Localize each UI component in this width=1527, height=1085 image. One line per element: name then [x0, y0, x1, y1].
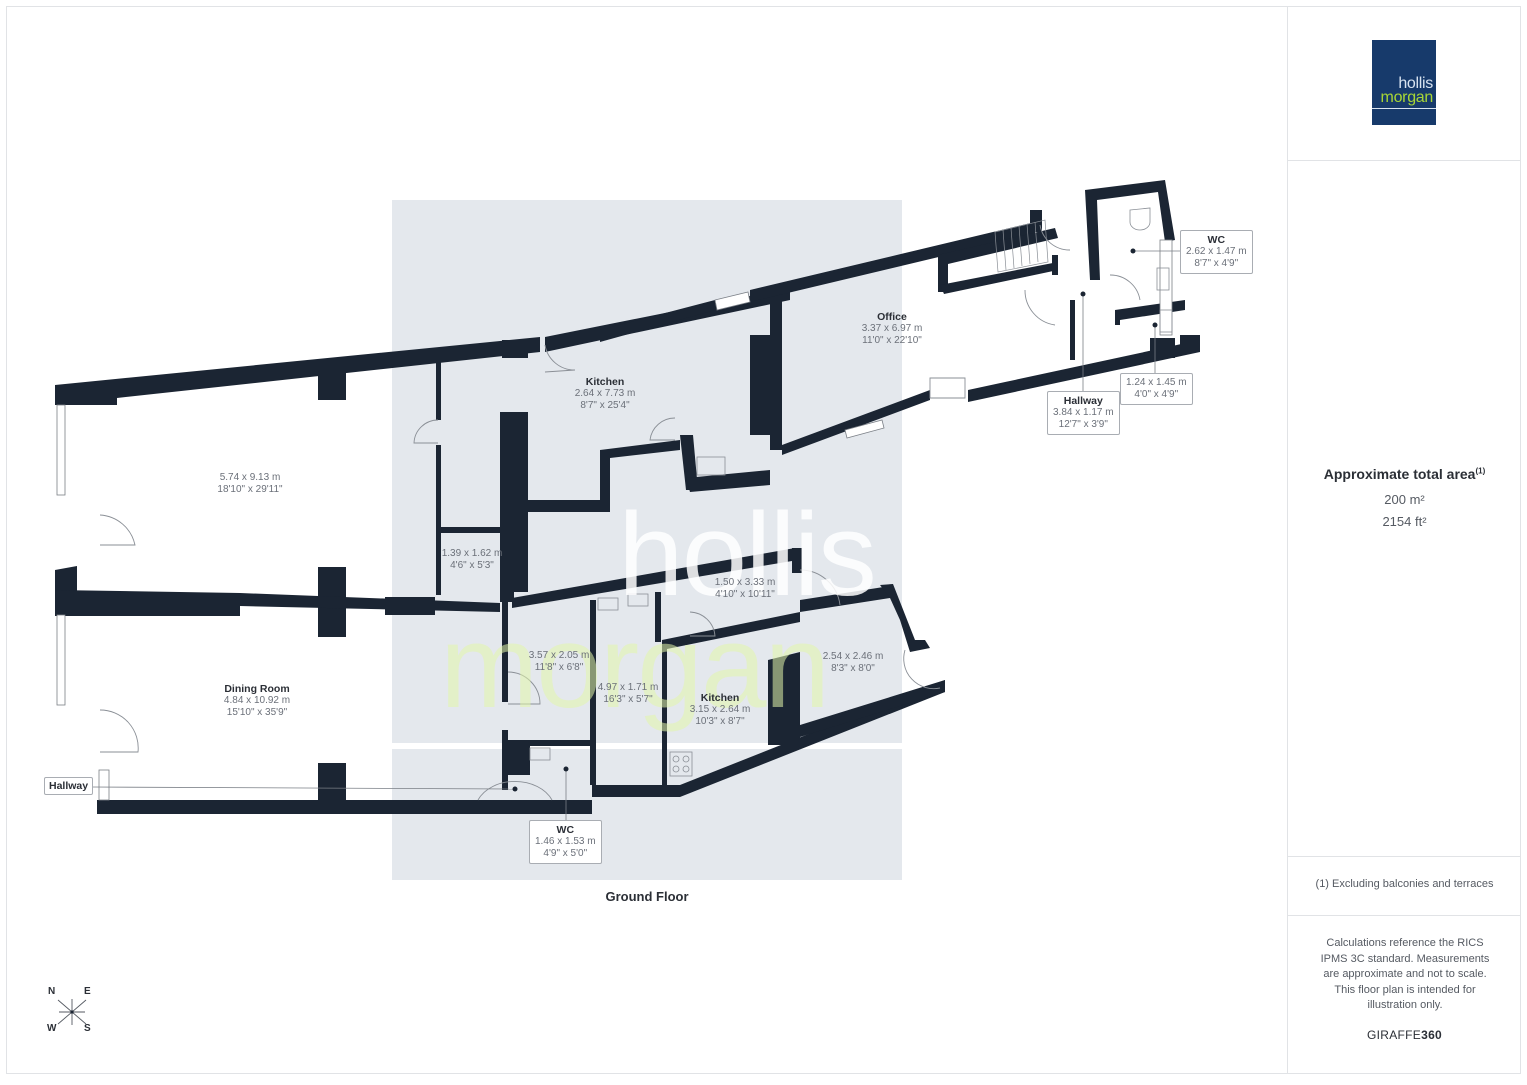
disclaimer: Calculations reference the RICS IPMS 3C … — [1320, 937, 1490, 1011]
area-title: Approximate total area(1) — [1288, 466, 1521, 482]
room-name: Kitchen — [585, 376, 625, 388]
credit-prefix: GIRAFFE — [1366, 1028, 1422, 1042]
room-imperial: 11'8" x 6'8" — [534, 662, 584, 673]
room-label-room-a: 3.57 x 2.05 m 11'8" x 6'8" — [529, 650, 590, 674]
room-imperial: 18'10" x 29'11" — [217, 484, 283, 495]
room-name: Office — [877, 311, 907, 323]
room-imperial: 4'10" x 10'11" — [715, 589, 775, 600]
credit-suffix: 360 — [1421, 1028, 1443, 1042]
floor-plan-walls — [55, 180, 1200, 880]
room-label-wc-upper: WC 2.62 x 1.47 m 8'7" x 4'9" — [1180, 230, 1253, 274]
footnote-marker: (1) — [1475, 466, 1486, 476]
room-label-store-small: 1.39 x 1.62 m 4'6" x 5'3" — [442, 548, 503, 572]
area-sqft: 2154 ft² — [1382, 514, 1427, 529]
room-metric: 2.64 x 7.73 m — [574, 388, 636, 399]
room-name: WC — [556, 824, 575, 836]
divider — [1288, 915, 1521, 916]
room-metric: 4.97 x 1.71 m — [597, 682, 659, 693]
room-imperial: 16'3" x 5'7" — [603, 694, 653, 705]
floor-plan: hollis morgan 5.74 x 9.13 m 18'10" x 29'… — [44, 180, 1253, 1038]
credit-brand: GIRAFFE360 — [1288, 1028, 1521, 1042]
room-metric: 3.15 x 2.64 m — [689, 704, 751, 715]
room-imperial: 15'10" x 35'9" — [226, 707, 288, 718]
room-label-wc-lower: WC 1.46 x 1.53 m 4'9" x 5'0" — [529, 820, 602, 864]
room-metric: 2.54 x 2.46 m — [822, 651, 884, 662]
compass-s: S — [84, 1023, 91, 1034]
room-metric: 2.62 x 1.47 m — [1186, 246, 1247, 257]
logo-rule — [1372, 108, 1436, 109]
divider — [1288, 856, 1521, 857]
room-label-dining-room: Dining Room 4.84 x 10.92 m 15'10" x 35'9… — [224, 683, 290, 719]
logo-line1: hollis — [1398, 75, 1433, 92]
area-sqm: 200 m² — [1384, 492, 1425, 507]
compass-w: W — [47, 1023, 57, 1034]
room-metric: 3.37 x 6.97 m — [861, 323, 923, 334]
room-imperial: 8'3" x 8'0" — [831, 663, 875, 674]
room-metric: 5.74 x 9.13 m — [219, 472, 281, 483]
room-label-hallway-rear: Hallway 3.84 x 1.17 m 12'7" x 3'9" — [1047, 391, 1120, 435]
room-imperial: 11'0" x 22'10" — [862, 335, 922, 346]
footnote: (1) Excluding balconies and terraces — [1315, 878, 1494, 890]
compass-rose: N E W S — [44, 986, 100, 1038]
room-name: Dining Room — [224, 683, 290, 695]
room-metric: 1.50 x 3.33 m — [714, 577, 776, 588]
room-metric: 4.84 x 10.92 m — [223, 695, 291, 706]
room-label-room-d: 2.54 x 2.46 m 8'3" x 8'0" — [823, 651, 884, 675]
info-sidebar: hollis morgan Approximate total area (1) … — [1287, 6, 1521, 1074]
room-metric: 3.57 x 2.05 m — [528, 650, 590, 661]
logo-line2: morgan — [1380, 89, 1434, 106]
room-name: Hallway — [49, 780, 89, 792]
compass-e: E — [84, 986, 91, 997]
room-label-kitchen-rear: Kitchen 3.15 x 2.64 m 10'3" x 8'7" — [690, 692, 751, 728]
room-imperial: 10'3" x 8'7" — [695, 716, 745, 727]
room-metric: 1.24 x 1.45 m — [1126, 377, 1187, 388]
room-label-front-room: 5.74 x 9.13 m 18'10" x 29'11" — [217, 472, 282, 496]
room-metric: 3.84 x 1.17 m — [1053, 407, 1114, 418]
page-frame — [6, 6, 1521, 1074]
compass-n: N — [48, 986, 56, 997]
room-imperial: 8'7" x 4'9" — [1194, 258, 1239, 269]
compass-icon — [57, 999, 87, 1025]
area-title-text: Approximate total area — [1323, 466, 1476, 482]
room-label-room-c: 1.50 x 3.33 m 4'10" x 10'11" — [715, 577, 776, 601]
floor-title: Ground Floor — [605, 889, 689, 904]
room-label-office: Office 3.37 x 6.97 m 11'0" x 22'10" — [862, 311, 923, 347]
room-imperial: 4'6" x 5'3" — [450, 560, 494, 571]
room-label-hallway-front: Hallway — [44, 777, 94, 795]
room-name: Hallway — [1063, 395, 1103, 407]
room-imperial: 4'0" x 4'9" — [1134, 389, 1179, 400]
divider — [1288, 160, 1521, 161]
room-name: Kitchen — [700, 692, 740, 704]
room-label-room-b: 4.97 x 1.71 m 16'3" x 5'7" — [598, 682, 659, 706]
room-imperial: 4'9" x 5'0" — [543, 848, 588, 859]
room-label-kitchen-main: Kitchen 2.64 x 7.73 m 8'7" x 25'4" — [575, 376, 636, 412]
room-metric: 1.39 x 1.62 m — [441, 548, 503, 559]
room-name: WC — [1207, 234, 1226, 246]
room-imperial: 8'7" x 25'4" — [580, 400, 630, 411]
room-imperial: 12'7" x 3'9" — [1058, 419, 1108, 430]
brand-logo: hollis morgan — [1372, 40, 1436, 125]
room-metric: 1.46 x 1.53 m — [535, 836, 596, 847]
room-label-store-upper: 1.24 x 1.45 m 4'0" x 4'9" — [1120, 373, 1193, 405]
